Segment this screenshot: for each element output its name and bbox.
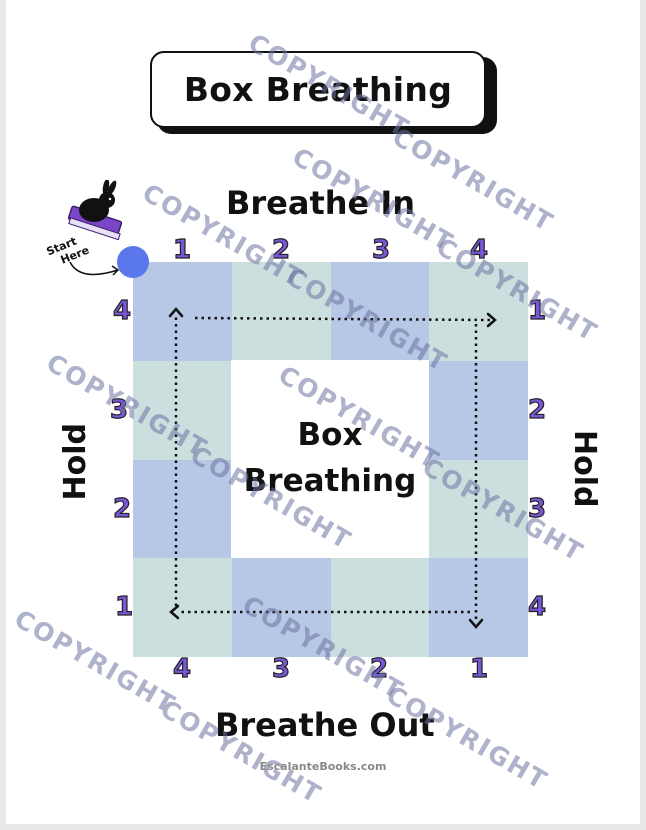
arrowhead-right xyxy=(486,312,497,328)
center-title-line1: Box xyxy=(297,417,363,453)
count-left-1: 1 xyxy=(114,591,134,622)
center-title-line2: Breathing xyxy=(243,463,417,499)
count-right-1: 1 xyxy=(527,295,547,326)
grid-cell xyxy=(231,262,331,361)
count-top-3: 3 xyxy=(371,234,391,265)
start-arrowhead xyxy=(111,265,120,276)
start-curve-arrow xyxy=(69,261,119,276)
arrowhead-left xyxy=(169,604,180,620)
footer-website: EscalanteBooks.com xyxy=(259,760,387,773)
grid-cell xyxy=(231,558,331,657)
grid-cell xyxy=(133,558,232,657)
label-hold-right: Hold xyxy=(567,430,602,508)
grid-cell xyxy=(429,459,528,559)
page-title: Box Breathing xyxy=(183,70,453,109)
arrowhead-down xyxy=(468,618,484,629)
count-left-3: 3 xyxy=(109,394,129,425)
count-top-2: 2 xyxy=(271,234,291,265)
count-bottom-2: 2 xyxy=(369,653,389,684)
start-dot xyxy=(117,246,149,278)
count-top-4: 4 xyxy=(469,234,489,265)
count-right-3: 3 xyxy=(527,493,547,524)
rabbit-book-logo xyxy=(67,180,123,241)
grid-cell xyxy=(133,360,232,460)
grid-cell xyxy=(429,558,528,657)
label-hold-left: Hold xyxy=(58,423,93,501)
label-breathe-out: Breathe Out xyxy=(215,706,435,744)
center-title: Box Breathing xyxy=(231,412,429,504)
title-box: Box Breathing xyxy=(150,51,486,128)
count-top-1: 1 xyxy=(172,234,192,265)
grid-cell xyxy=(429,262,528,361)
grid-cell xyxy=(330,262,430,361)
center-panel xyxy=(231,360,429,558)
grid-cell xyxy=(133,262,232,361)
count-right-4: 4 xyxy=(527,591,547,622)
arrowhead-up xyxy=(168,307,184,318)
count-right-2: 2 xyxy=(527,394,547,425)
count-left-4: 4 xyxy=(112,295,132,326)
count-bottom-3: 3 xyxy=(271,653,291,684)
count-bottom-4: 4 xyxy=(172,653,192,684)
count-left-2: 2 xyxy=(112,493,132,524)
box-grid xyxy=(133,262,528,657)
label-breathe-in: Breathe In xyxy=(226,184,416,222)
grid-cell xyxy=(133,459,232,559)
grid-cell xyxy=(429,360,528,460)
grid-cell xyxy=(330,558,430,657)
count-bottom-1: 1 xyxy=(469,653,489,684)
